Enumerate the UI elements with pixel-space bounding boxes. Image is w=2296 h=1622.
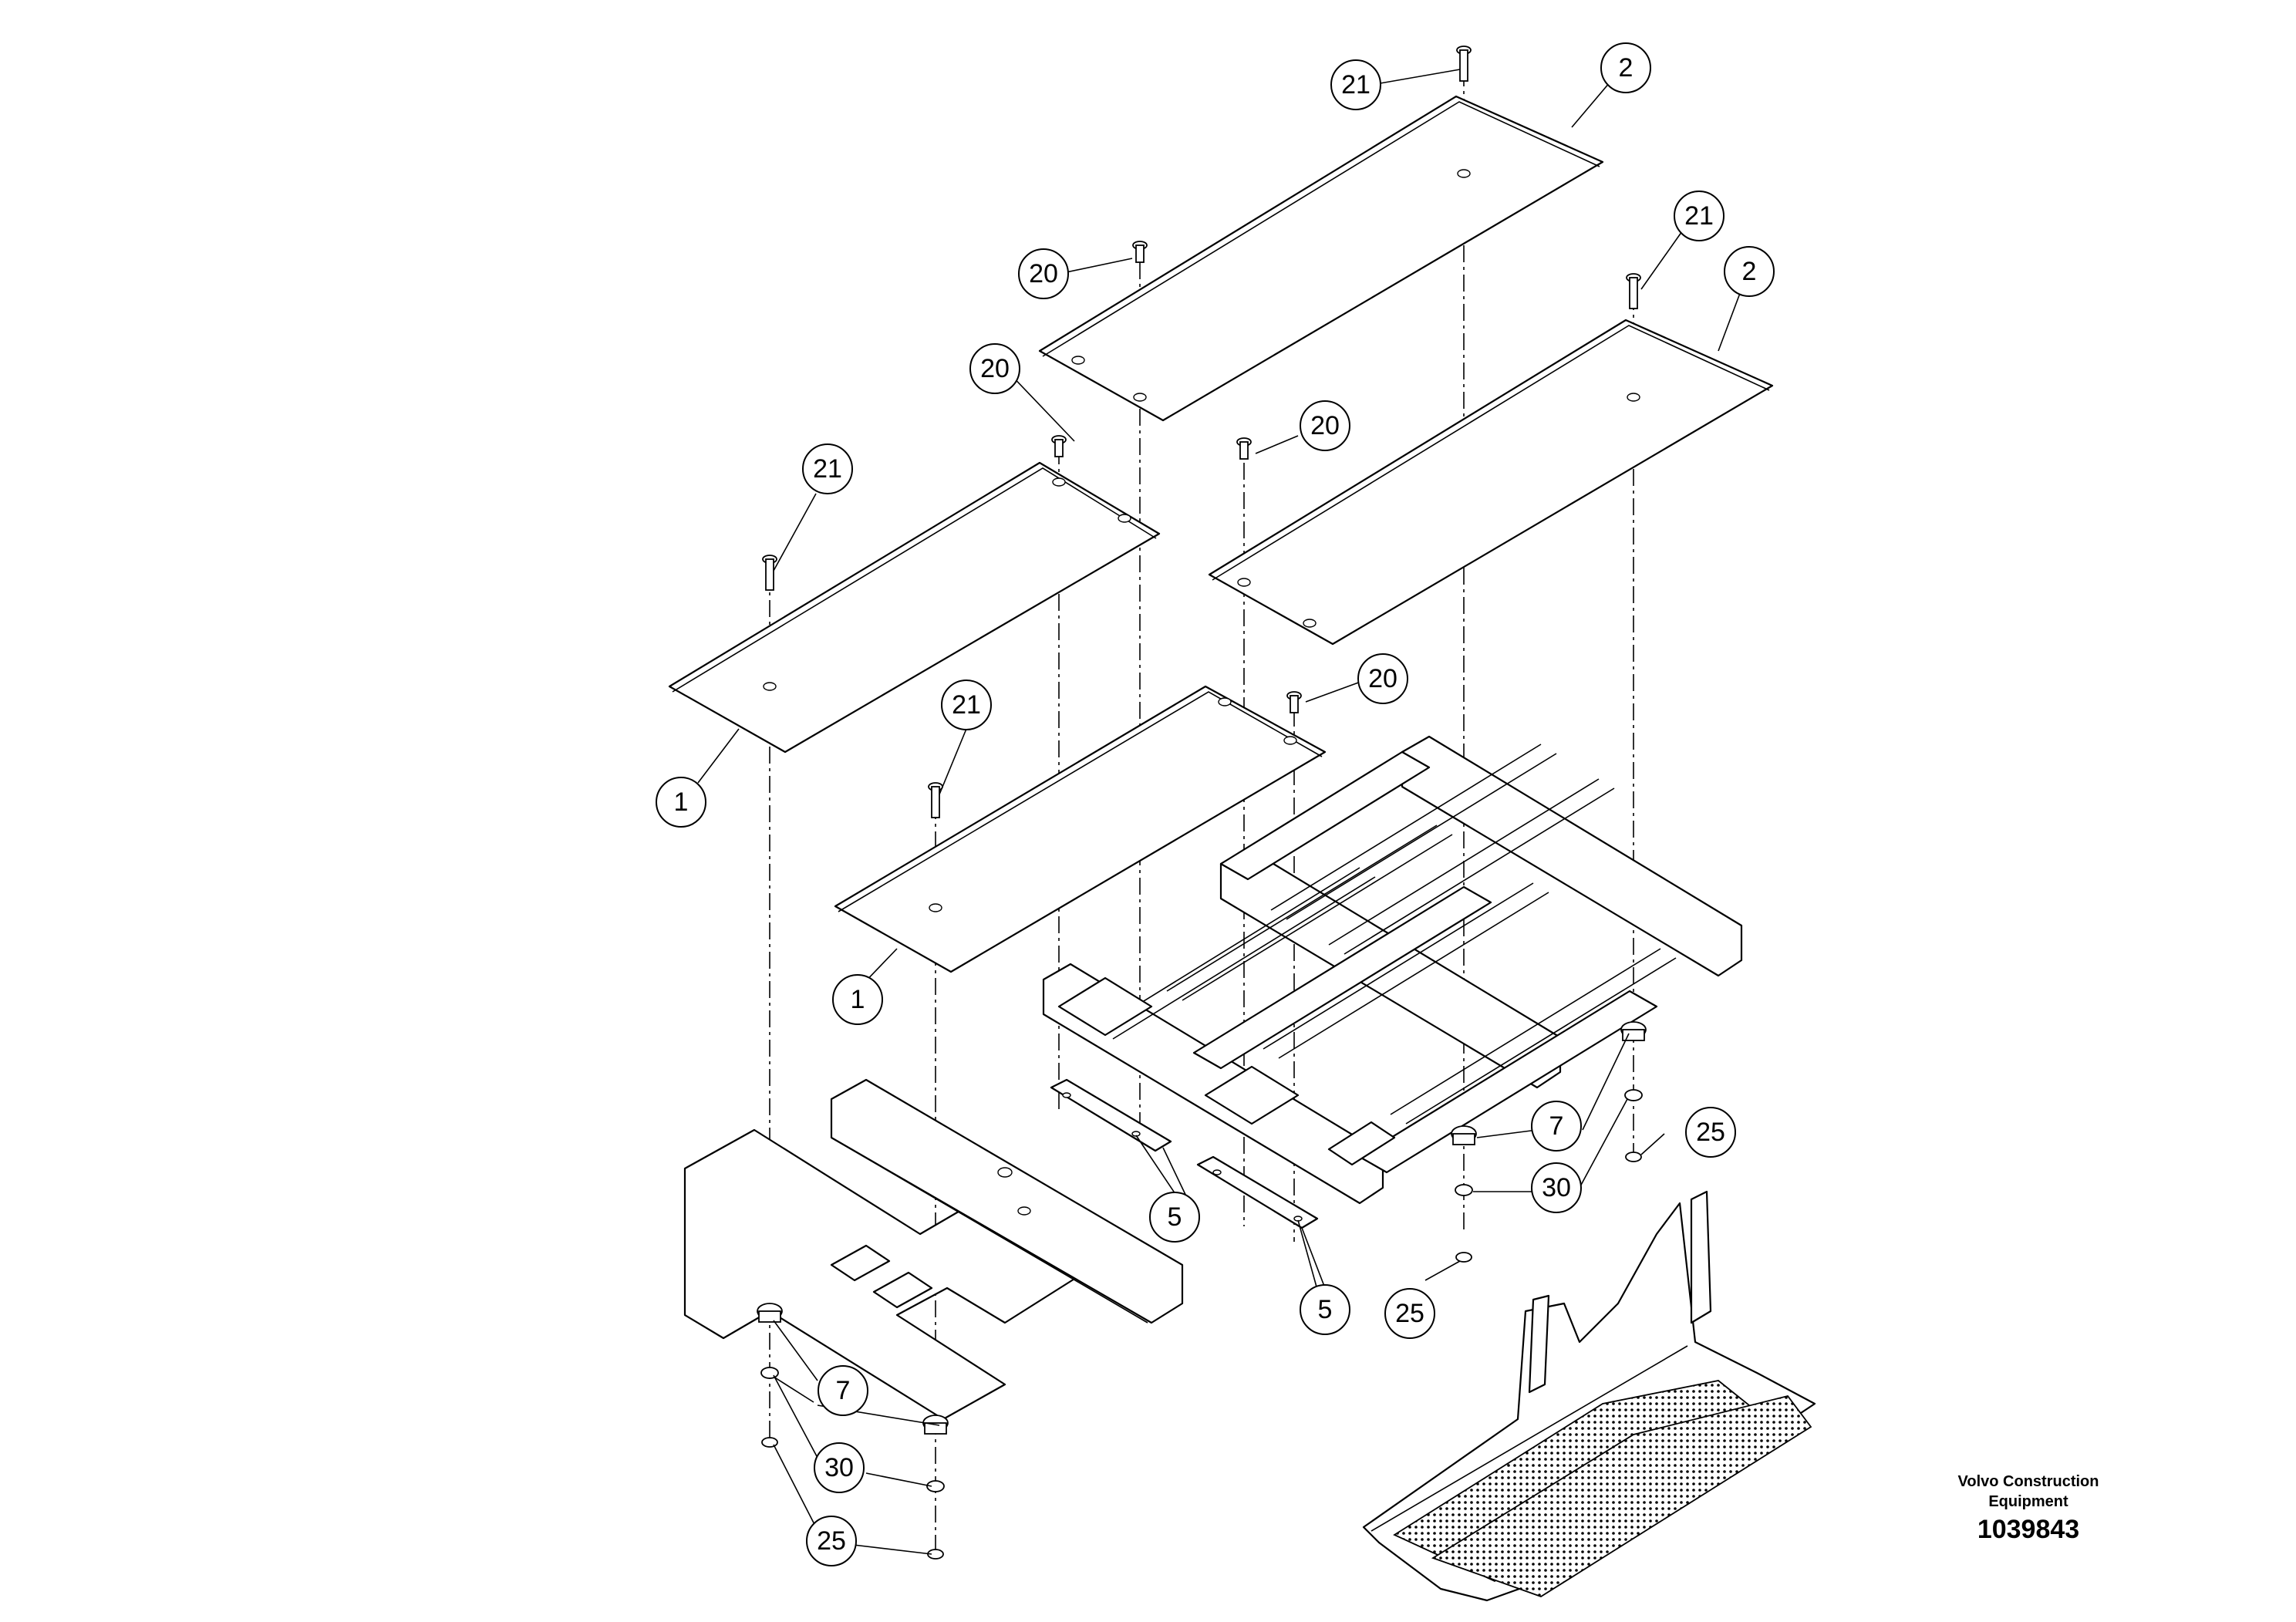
callout-label: 2 [1742, 257, 1757, 286]
callout-circle [1300, 1284, 1350, 1335]
callout-2-top: 2 [1600, 42, 1651, 93]
callout-circle [1531, 1101, 1582, 1152]
lower-frame-left [683, 1128, 1080, 1421]
callout-25-left: 25 [806, 1516, 857, 1566]
floor-plate-2-upper [1038, 95, 1604, 422]
callout-circle [1330, 59, 1381, 110]
callout-20-mid: 20 [1300, 400, 1350, 451]
callout-label: 20 [1368, 664, 1397, 693]
callout-20-right: 20 [1357, 653, 1408, 704]
callout-circle [1674, 191, 1725, 241]
callout-1-left: 1 [656, 777, 706, 828]
callout-label: 30 [1542, 1173, 1571, 1202]
drawing-number: 1039843 [1977, 1515, 2080, 1544]
callout-circle [941, 679, 992, 730]
callout-2-right: 2 [1724, 246, 1775, 297]
callout-circle [1600, 42, 1651, 93]
callout-circle [806, 1516, 857, 1566]
callout-label: 5 [1318, 1295, 1333, 1324]
floor-plate-1-left [668, 461, 1161, 754]
callout-label: 1 [851, 985, 865, 1014]
callout-circle [802, 443, 853, 494]
callout-circle [1531, 1162, 1582, 1213]
callouts: 21 2 20 21 2 20 20 21 21 20 1 1 7 30 25 25 5 5 7 30 25 [656, 42, 1775, 1566]
callout-label: 21 [1684, 201, 1714, 231]
callout-label: 25 [817, 1526, 846, 1556]
location-thumbnail [1362, 1190, 1816, 1602]
callout-circle [1357, 653, 1408, 704]
callout-circle [814, 1442, 865, 1493]
callout-25-right: 25 [1685, 1107, 1736, 1158]
callout-label: 30 [824, 1453, 854, 1482]
callout-7-left: 7 [818, 1365, 868, 1416]
screw-20-lower [1286, 691, 1302, 713]
floor-plate-1-center [834, 685, 1327, 973]
callout-20-topleft: 20 [1018, 248, 1069, 299]
screw-20-topleft [1132, 241, 1148, 263]
floor-plate-2-right [1208, 319, 1774, 646]
callout-21-top: 21 [1330, 59, 1381, 110]
callout-1-center: 1 [832, 974, 883, 1025]
brand-name: Volvo Construction [1957, 1473, 2099, 1490]
screw-21-center [928, 782, 943, 818]
callout-25-mid: 25 [1384, 1288, 1435, 1339]
callout-circle [1724, 246, 1775, 297]
screw-20-left [1051, 435, 1067, 457]
bracket-5-upper [1050, 1078, 1172, 1152]
mounts-right [1451, 1021, 1647, 1263]
screw-21-right [1626, 273, 1641, 309]
callout-21-left: 21 [802, 443, 853, 494]
callout-circle [1384, 1288, 1435, 1339]
callout-label: 20 [980, 354, 1010, 383]
callout-7-right: 7 [1531, 1101, 1582, 1152]
callout-circle [818, 1365, 868, 1416]
screw-21-top [1456, 46, 1472, 82]
callout-label: 25 [1696, 1118, 1725, 1147]
callout-label: 21 [952, 690, 981, 720]
title-block: Volvo Construction Equipment 1039843 [1951, 1472, 2106, 1545]
callout-circle [1018, 248, 1069, 299]
lower-beam-center [830, 1078, 1184, 1324]
screw-20-mid [1236, 437, 1252, 460]
callout-30-left: 30 [814, 1442, 865, 1493]
callout-label: 1 [674, 787, 689, 817]
callout-circle [1300, 400, 1350, 451]
callout-circle [969, 343, 1020, 394]
callout-circle [1685, 1107, 1736, 1158]
screws [762, 46, 1641, 818]
callout-label: 7 [1549, 1111, 1564, 1141]
bracket-5-lower [1196, 1155, 1319, 1229]
callout-circle [656, 777, 706, 828]
callout-20-lower: 20 [969, 343, 1020, 394]
callout-21-right: 21 [1674, 191, 1725, 241]
callout-21-center: 21 [941, 679, 992, 730]
callout-label: 25 [1395, 1299, 1424, 1328]
callout-5-lower: 5 [1300, 1284, 1350, 1335]
screw-21-left [762, 555, 777, 591]
callout-circle [832, 974, 883, 1025]
callout-5-upper: 5 [1149, 1192, 1200, 1243]
callout-label: 21 [813, 454, 842, 484]
callout-label: 5 [1168, 1202, 1182, 1232]
callout-label: 7 [836, 1376, 851, 1405]
callout-label: 2 [1619, 53, 1633, 83]
leader-lines [697, 69, 1742, 1555]
callout-label: 20 [1310, 411, 1340, 440]
callout-30-right: 30 [1531, 1162, 1582, 1213]
brand-name-line2: Equipment [1988, 1493, 2068, 1510]
callout-label: 21 [1341, 70, 1371, 99]
callout-label: 20 [1029, 259, 1058, 288]
callout-circle [1149, 1192, 1200, 1243]
frame-assembly [1042, 735, 1743, 1205]
